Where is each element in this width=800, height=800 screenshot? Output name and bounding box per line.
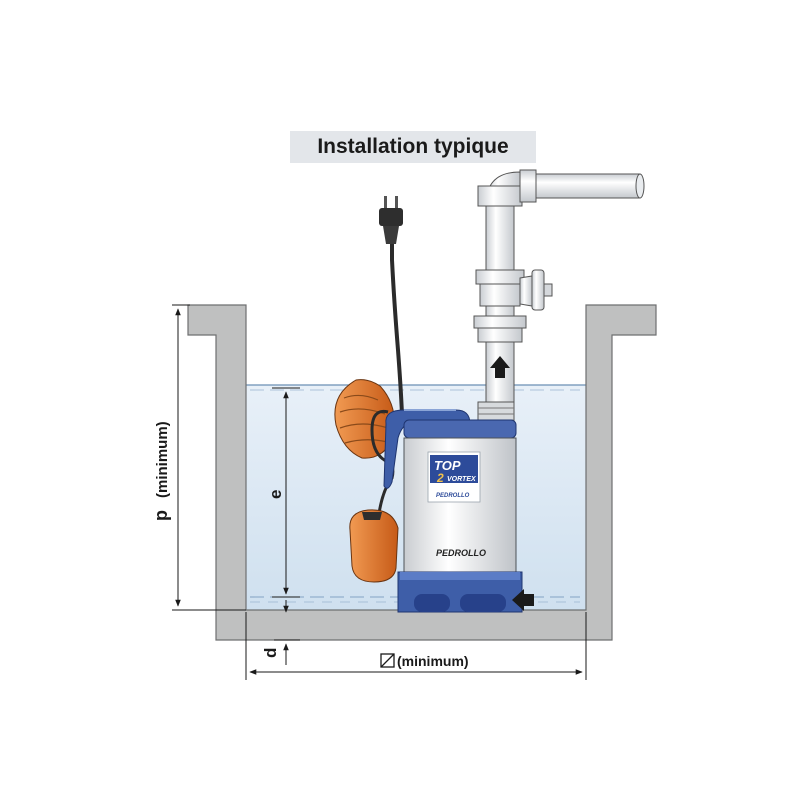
power-cable: [390, 238, 404, 416]
dimension-e-label: e: [266, 490, 285, 499]
title-banner: Installation typique: [290, 131, 536, 163]
pump-model-number: 2: [436, 471, 444, 485]
pump-model-vortex: VORTEX: [447, 476, 477, 483]
flow-arrow-up-icon: [490, 356, 510, 378]
plug-icon: [379, 196, 403, 244]
dimension-width-note: (minimum): [397, 653, 469, 669]
dimension-e: [272, 387, 300, 598]
pump-model-top: TOP: [434, 458, 461, 473]
dimension-p-label: p: [151, 510, 171, 521]
diameter-symbol-icon: [380, 653, 395, 668]
pump: [383, 409, 523, 613]
dimension-d-label: d: [261, 648, 280, 658]
flow-arrow-in-icon: [512, 589, 534, 611]
dimension-d: [274, 600, 300, 665]
diagram-title: Installation typique: [317, 135, 509, 158]
dimension-p: [172, 304, 246, 611]
float-switch-lower: [349, 509, 399, 583]
dimension-width: [245, 612, 587, 680]
pump-label-brand: PEDROLLO: [436, 493, 470, 499]
dimension-p-note: (minimum): [154, 421, 171, 498]
discharge-pipe: [473, 169, 645, 439]
pump-body-brand: PEDROLLO: [436, 548, 486, 558]
